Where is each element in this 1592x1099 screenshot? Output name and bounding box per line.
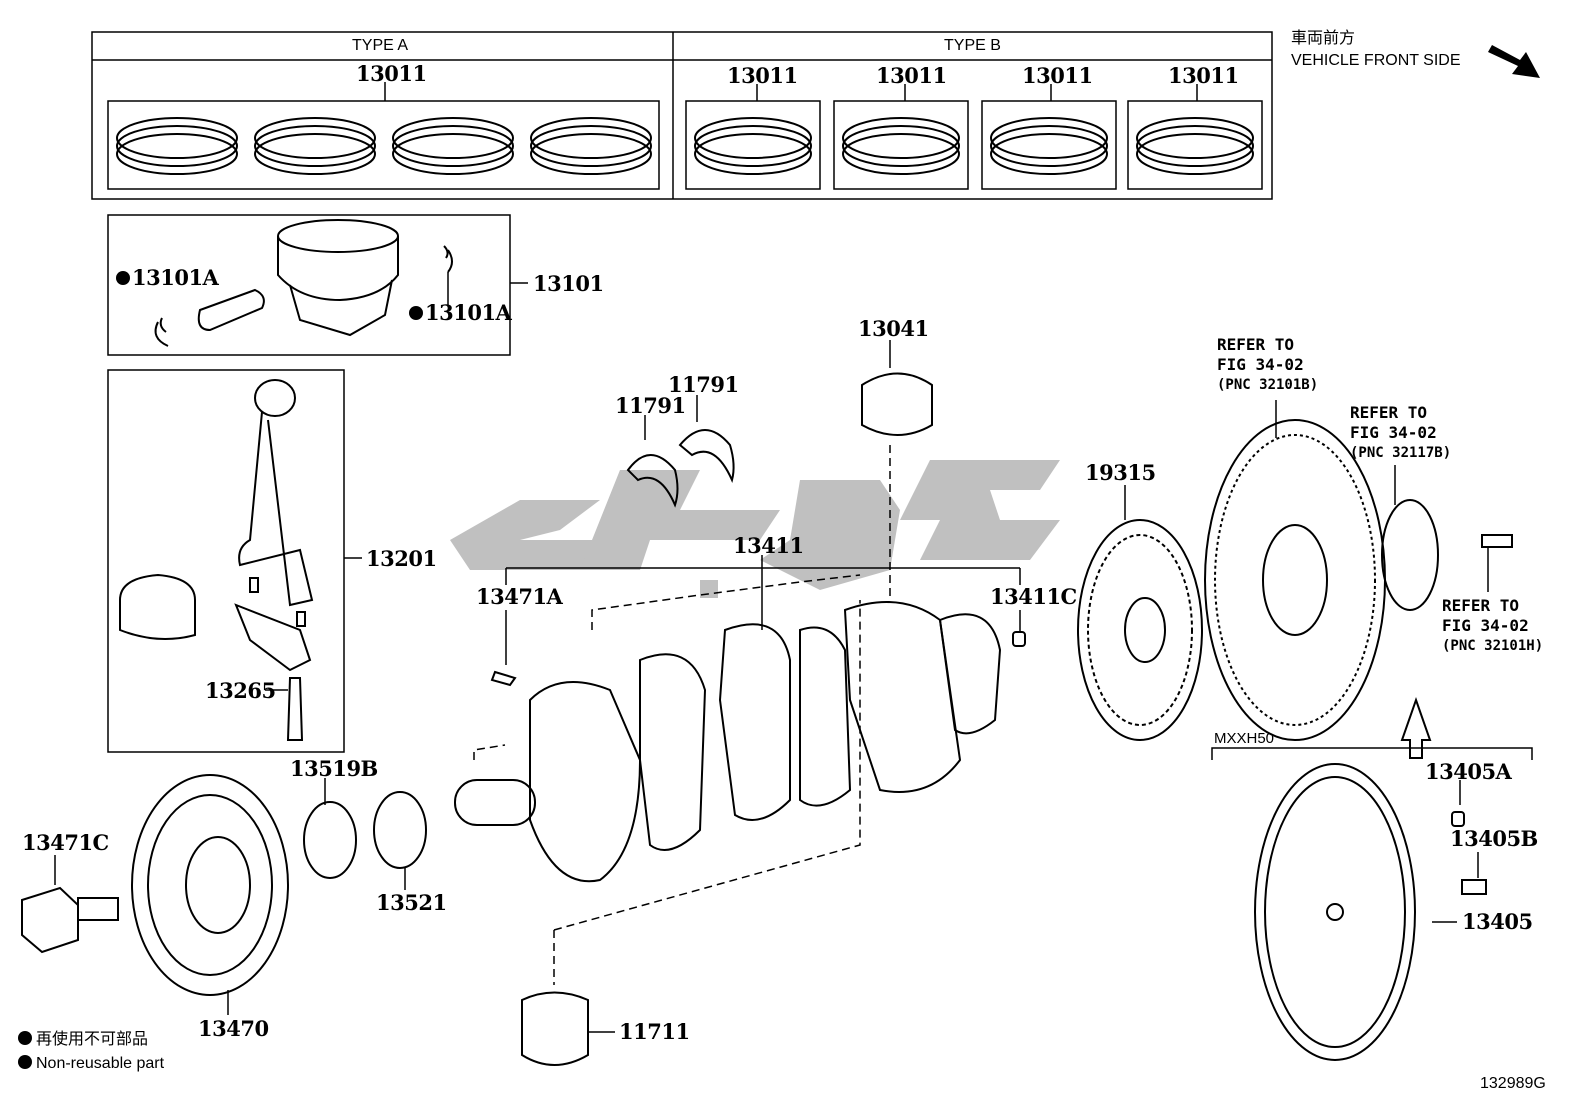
part-label-13011[interactable]: 13011 [1022,63,1093,88]
part-label-13101a[interactable]: 13101A [425,300,512,325]
type-a-label: TYPE A [352,37,409,54]
legend-en: Non-reusable part [18,1055,164,1072]
lower-bearing [521,991,615,1066]
leaders-right [1211,400,1533,923]
part-label-13471a[interactable]: 13471A [476,584,563,609]
model-code-label: MXXH50 [1214,730,1275,747]
part-label-11791[interactable]: 11791 [668,372,739,397]
crank-bracket [505,555,1021,665]
piston-box [107,214,528,356]
leaders-upper [644,340,891,440]
part-label-13405b[interactable]: 13405B [1450,826,1538,851]
type-header-box [91,31,1273,200]
crankshaft [454,601,1026,883]
legend-jp: 再使用不可部品 [18,1031,148,1048]
nonreusable-dot-icon [18,1055,32,1069]
timing-gear-wheel [1077,519,1203,741]
dashed-guides [473,445,891,985]
part-label-13041[interactable]: 13041 [858,316,929,341]
part-label-13470[interactable]: 13470 [198,1016,269,1041]
part-label-13011[interactable]: 13011 [1168,63,1239,88]
part-label-13519b[interactable]: 13519B [290,756,378,781]
nonreusable-dot-icon [409,306,423,320]
front-end-parts [21,774,427,996]
part-label-11711[interactable]: 11711 [619,1019,690,1044]
part-label-13405a[interactable]: 13405A [1425,759,1512,784]
flywheel [1254,763,1487,1061]
part-label-13521[interactable]: 13521 [376,890,447,915]
part-label-13011[interactable]: 13011 [876,63,947,88]
nonreusable-dot-icon [116,271,130,285]
part-label-13411[interactable]: 13411 [733,533,804,558]
front-en-label: VEHICLE FRONT SIDE [1291,52,1461,69]
part-label-13101[interactable]: 13101 [533,271,604,296]
rod-box [107,369,362,753]
leaders-front [54,778,406,1015]
part-label-13471c[interactable]: 13471C [22,830,109,855]
connecting-rod [119,379,314,741]
part-label-13011[interactable]: 13011 [727,63,798,88]
refer-note-32117b[interactable]: REFER TO FIG 34-02 (PNC 32117B) [1350,403,1452,461]
refer-note-32101h[interactable]: REFER TO FIG 34-02 (PNC 32101H) [1442,596,1544,654]
watermark-logo [450,460,1060,598]
part-label-13011[interactable]: 13011 [356,61,427,86]
part-label-11791[interactable]: 11791 [615,393,686,418]
type-b-label: TYPE B [944,37,1001,54]
refer-note-32101b[interactable]: REFER TO FIG 34-02 (PNC 32101B) [1217,335,1319,393]
front-jp-label: 車両前方 [1291,30,1356,47]
nonreusable-dot-icon [18,1031,32,1045]
thrust-washers [626,372,933,508]
figure-id-label: 132989G [1480,1075,1546,1092]
front-arrow-icon [1488,45,1540,78]
part-label-13265[interactable]: 13265 [205,678,276,703]
part-label-13101a[interactable]: 13101A [132,265,219,290]
leader-lines-rings [384,82,1198,101]
piston-assembly [154,219,453,347]
part-label-13405[interactable]: 13405 [1462,909,1533,934]
piston-rings [116,117,1254,175]
part-label-13411c[interactable]: 13411C [990,584,1077,609]
drive-plate [1204,419,1513,759]
part-label-13201[interactable]: 13201 [366,546,437,571]
part-label-19315[interactable]: 19315 [1085,460,1156,485]
